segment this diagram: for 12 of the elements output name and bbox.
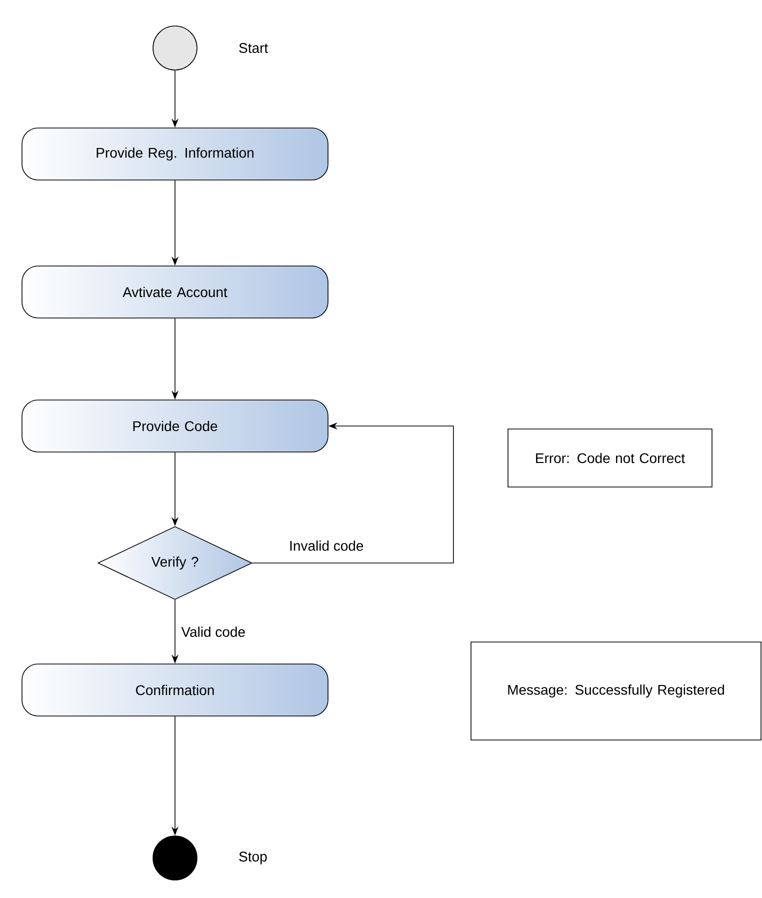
edge-label: Valid code: [179, 624, 248, 639]
edge-label: Invalid code: [287, 538, 366, 553]
stop-circle: [152, 836, 198, 880]
note-box: Message: Successfully Registered: [470, 642, 762, 740]
action-box: Confirmation: [22, 664, 328, 716]
action-box: Provide Reg. Information: [22, 128, 328, 180]
beside-label: Stop: [239, 852, 267, 864]
beside-label: Start: [239, 43, 268, 53]
action-box: Avtivate Account: [22, 266, 328, 318]
note-box: Error: Code not Correct: [508, 428, 712, 488]
action-box: Provide Code: [22, 400, 328, 452]
start-circle: [152, 26, 198, 70]
